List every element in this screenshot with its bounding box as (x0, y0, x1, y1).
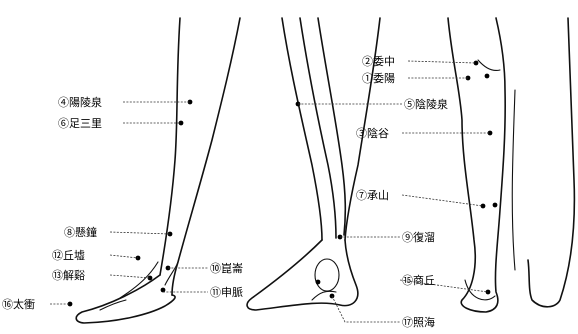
right-leg-outline (448, 18, 574, 312)
label-yingu: ③陰谷 (356, 126, 389, 140)
label-jiexi: ⑬解谿 (52, 268, 85, 282)
label-yinlingquan: ⑤陰陵泉 (404, 97, 448, 111)
label-taichong: ⑯太衝 (2, 297, 35, 311)
label-shangqiu: ⑮商丘 (402, 273, 435, 287)
label-shenmai: ⑪申脈 (210, 285, 243, 299)
label-weizhong: ②委中 (362, 55, 395, 68)
label-zusanli: ⑥足三里 (58, 117, 102, 130)
label-yanglingquan: ④陽陵泉 (58, 95, 102, 109)
label-weiyang: ①委陽 (362, 72, 395, 85)
label-kunlun: ⑩崑崙 (210, 262, 243, 275)
label-fuliu: ⑨復溜 (402, 230, 435, 244)
middle-leg-outline (247, 18, 380, 310)
label-zhaohai: ⑰照海 (402, 315, 435, 329)
label-xuanzhong: ⑧懸鐘 (64, 225, 97, 239)
label-chengshan: ⑦承山 (356, 189, 389, 202)
point-weiyang-2 (485, 74, 490, 79)
point-shangqiu (316, 280, 321, 285)
label-qiuxu: ⑫丘墟 (52, 249, 85, 262)
point-chengshan-2 (493, 203, 498, 208)
left-leg-outline (76, 18, 240, 323)
